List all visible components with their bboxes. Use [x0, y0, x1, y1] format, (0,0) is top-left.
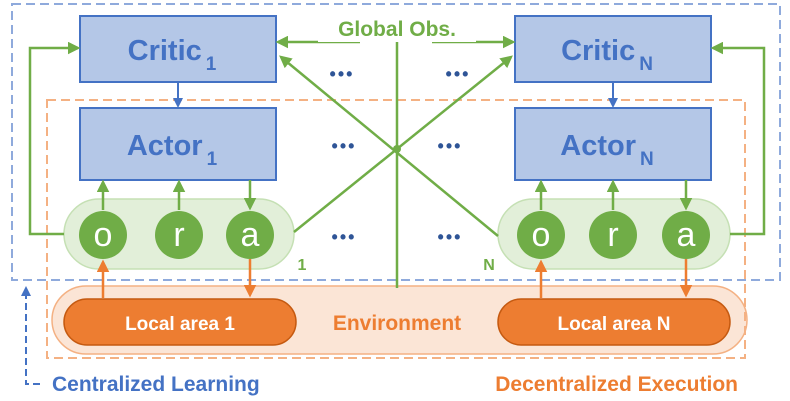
- critic-n-box: [514, 15, 712, 83]
- global-obs-label: Global Obs.: [338, 18, 456, 41]
- obs-1-label: o: [94, 216, 113, 254]
- reward-n-circle: [589, 211, 637, 259]
- critic-1-box: [79, 15, 277, 83]
- action-n-label: a: [677, 216, 696, 254]
- loop-agent-n-to-critic-n: [710, 41, 766, 236]
- local-area-1-box: [63, 298, 297, 346]
- decentralized-execution-label: Decentralized Execution: [495, 373, 738, 396]
- action-1-circle: [226, 211, 274, 259]
- actor-1-box: [79, 107, 277, 181]
- centralized-learning-pointer: [21, 286, 40, 385]
- global-obs-label-bg: [318, 14, 476, 42]
- obs-n-circle: [517, 211, 565, 259]
- action-n-circle: [662, 211, 710, 259]
- reward-n-label: r: [607, 216, 618, 254]
- centralized-learning-label: Centralized Learning: [52, 373, 260, 396]
- actor-n-box: [514, 107, 712, 181]
- action-1-label: a: [241, 216, 260, 254]
- ellipsis-mid-right: •••: [438, 136, 463, 156]
- obs-n-label: o: [532, 216, 551, 254]
- obs-1-circle: [79, 211, 127, 259]
- reward-1-circle: [155, 211, 203, 259]
- ellipsis-bottom-left: •••: [332, 227, 357, 247]
- decentralized-execution-box: [46, 99, 746, 359]
- reward-1-label: r: [173, 216, 184, 254]
- environment-label: Environment: [333, 312, 461, 335]
- agent-1-index: 1: [298, 257, 307, 274]
- agent-n-circles: [517, 211, 710, 259]
- local-area-n-box: [497, 298, 731, 346]
- agent-n-index: N: [483, 257, 495, 274]
- local-area-1-label: Local area 1: [125, 314, 235, 335]
- local-area-n-label: Local area N: [558, 314, 671, 335]
- crossing-dot: [393, 145, 401, 153]
- agent-1-circles: [79, 211, 274, 259]
- diagonal-agent-1-to-critic-n: [293, 55, 513, 233]
- diagonal-agent-n-to-critic-1: [279, 55, 499, 237]
- ellipsis-bottom-right: •••: [438, 227, 463, 247]
- ellipsis-top-left: •••: [330, 64, 355, 84]
- loop-agent-1-to-critic-1: [28, 41, 81, 236]
- ellipsis-top-right: •••: [446, 64, 471, 84]
- ellipsis-mid-left: •••: [332, 136, 357, 156]
